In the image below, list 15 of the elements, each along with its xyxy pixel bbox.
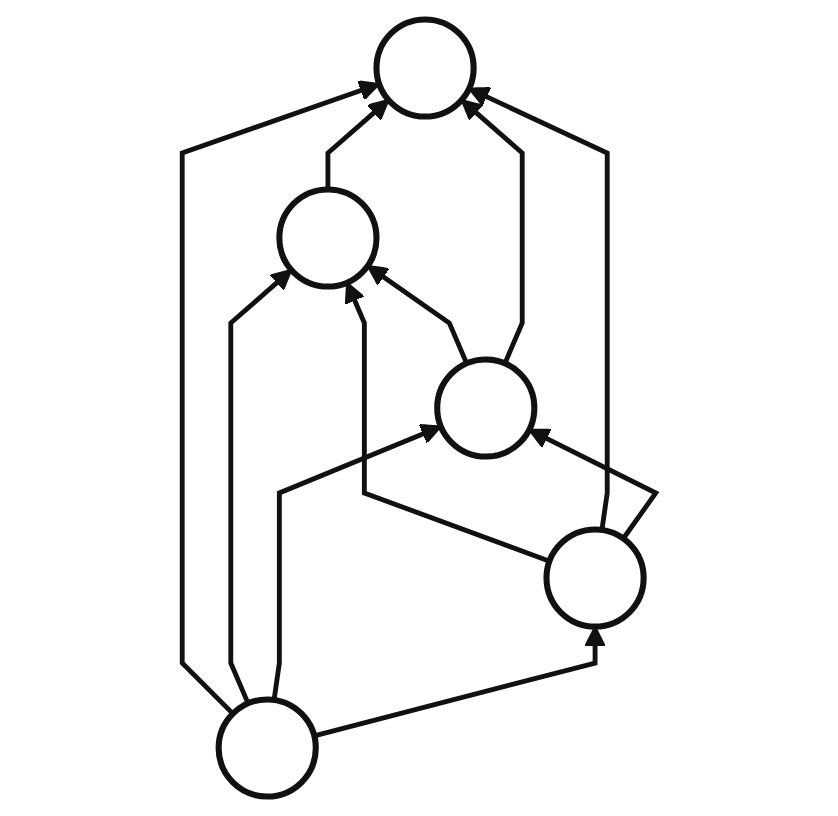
node-circle <box>276 186 380 290</box>
arrow <box>313 625 606 739</box>
arrow <box>460 99 525 365</box>
node-circle <box>215 696 319 800</box>
arrow <box>179 80 381 716</box>
node-circle <box>543 526 647 630</box>
arrow <box>228 269 293 705</box>
arrow <box>468 87 610 531</box>
node-circle <box>434 356 538 460</box>
arrow <box>271 423 442 701</box>
arrow <box>344 281 551 564</box>
arrow <box>366 264 469 365</box>
node-circle <box>373 16 477 120</box>
arrow <box>325 99 390 190</box>
arrow <box>528 428 660 540</box>
